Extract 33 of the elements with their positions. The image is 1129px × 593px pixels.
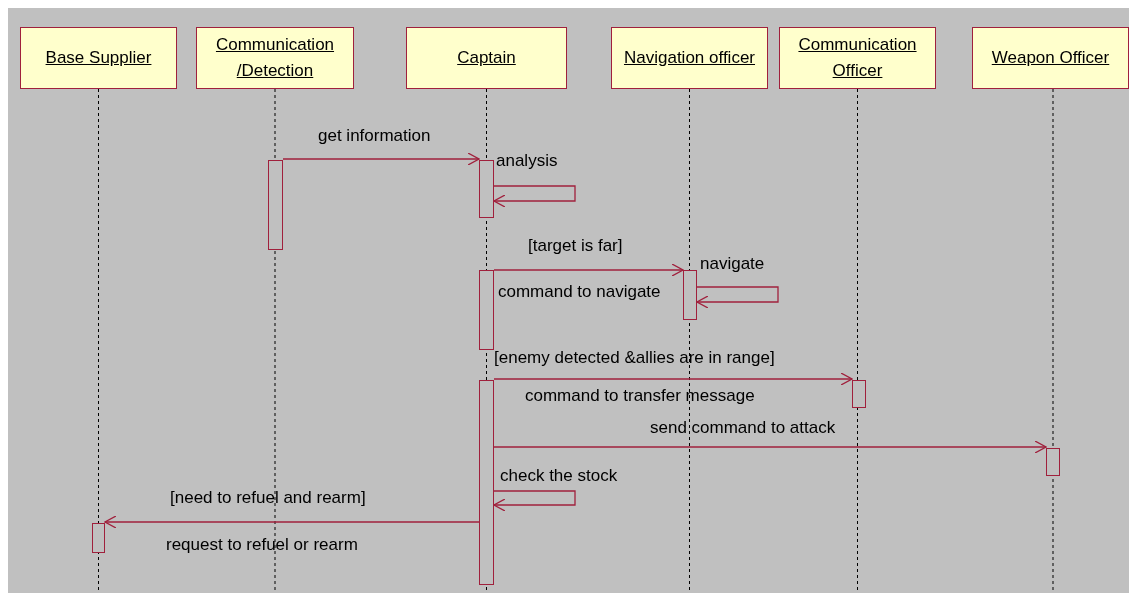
message-arrow: [493, 263, 684, 277]
message-arrow: [493, 440, 1047, 454]
message-label: command to transfer message: [525, 386, 755, 406]
activation-bar: [479, 160, 494, 218]
guard-condition: [enemy detected &allies are in range]: [494, 348, 775, 368]
message-label: get information: [318, 126, 431, 146]
lifeline-head: Base Supplier: [20, 27, 177, 89]
message-arrow: [493, 372, 853, 386]
message-arrow: [493, 490, 576, 512]
message-label: command to navigate: [498, 282, 661, 302]
message-label: analysis: [496, 151, 558, 171]
activation-bar: [92, 523, 105, 553]
message-label: send command to attack: [650, 418, 836, 438]
activation-bar: [683, 270, 697, 320]
activation-bar: [1046, 448, 1060, 476]
message-arrow: [282, 152, 480, 166]
lifeline-head: Navigation officer: [611, 27, 768, 89]
lifeline-head: Captain: [406, 27, 567, 89]
lifeline-head: Weapon Officer: [972, 27, 1129, 89]
lifeline-head: Communication Officer: [779, 27, 936, 89]
message-label: check the stock: [500, 466, 618, 486]
activation-bar: [479, 270, 494, 350]
guard-condition: [target is far]: [528, 236, 623, 256]
message-arrow: [493, 185, 576, 208]
guard-condition: [need to refuel and rearm]: [170, 488, 366, 508]
message-arrow: [104, 515, 480, 529]
message-label: navigate: [700, 254, 765, 274]
lifeline-head: Communication /Detection: [196, 27, 354, 89]
activation-bar: [852, 380, 866, 408]
activation-bar: [479, 380, 494, 585]
message-label: request to refuel or rearm: [166, 535, 358, 555]
message-arrow: [696, 286, 779, 309]
activation-bar: [268, 160, 283, 250]
